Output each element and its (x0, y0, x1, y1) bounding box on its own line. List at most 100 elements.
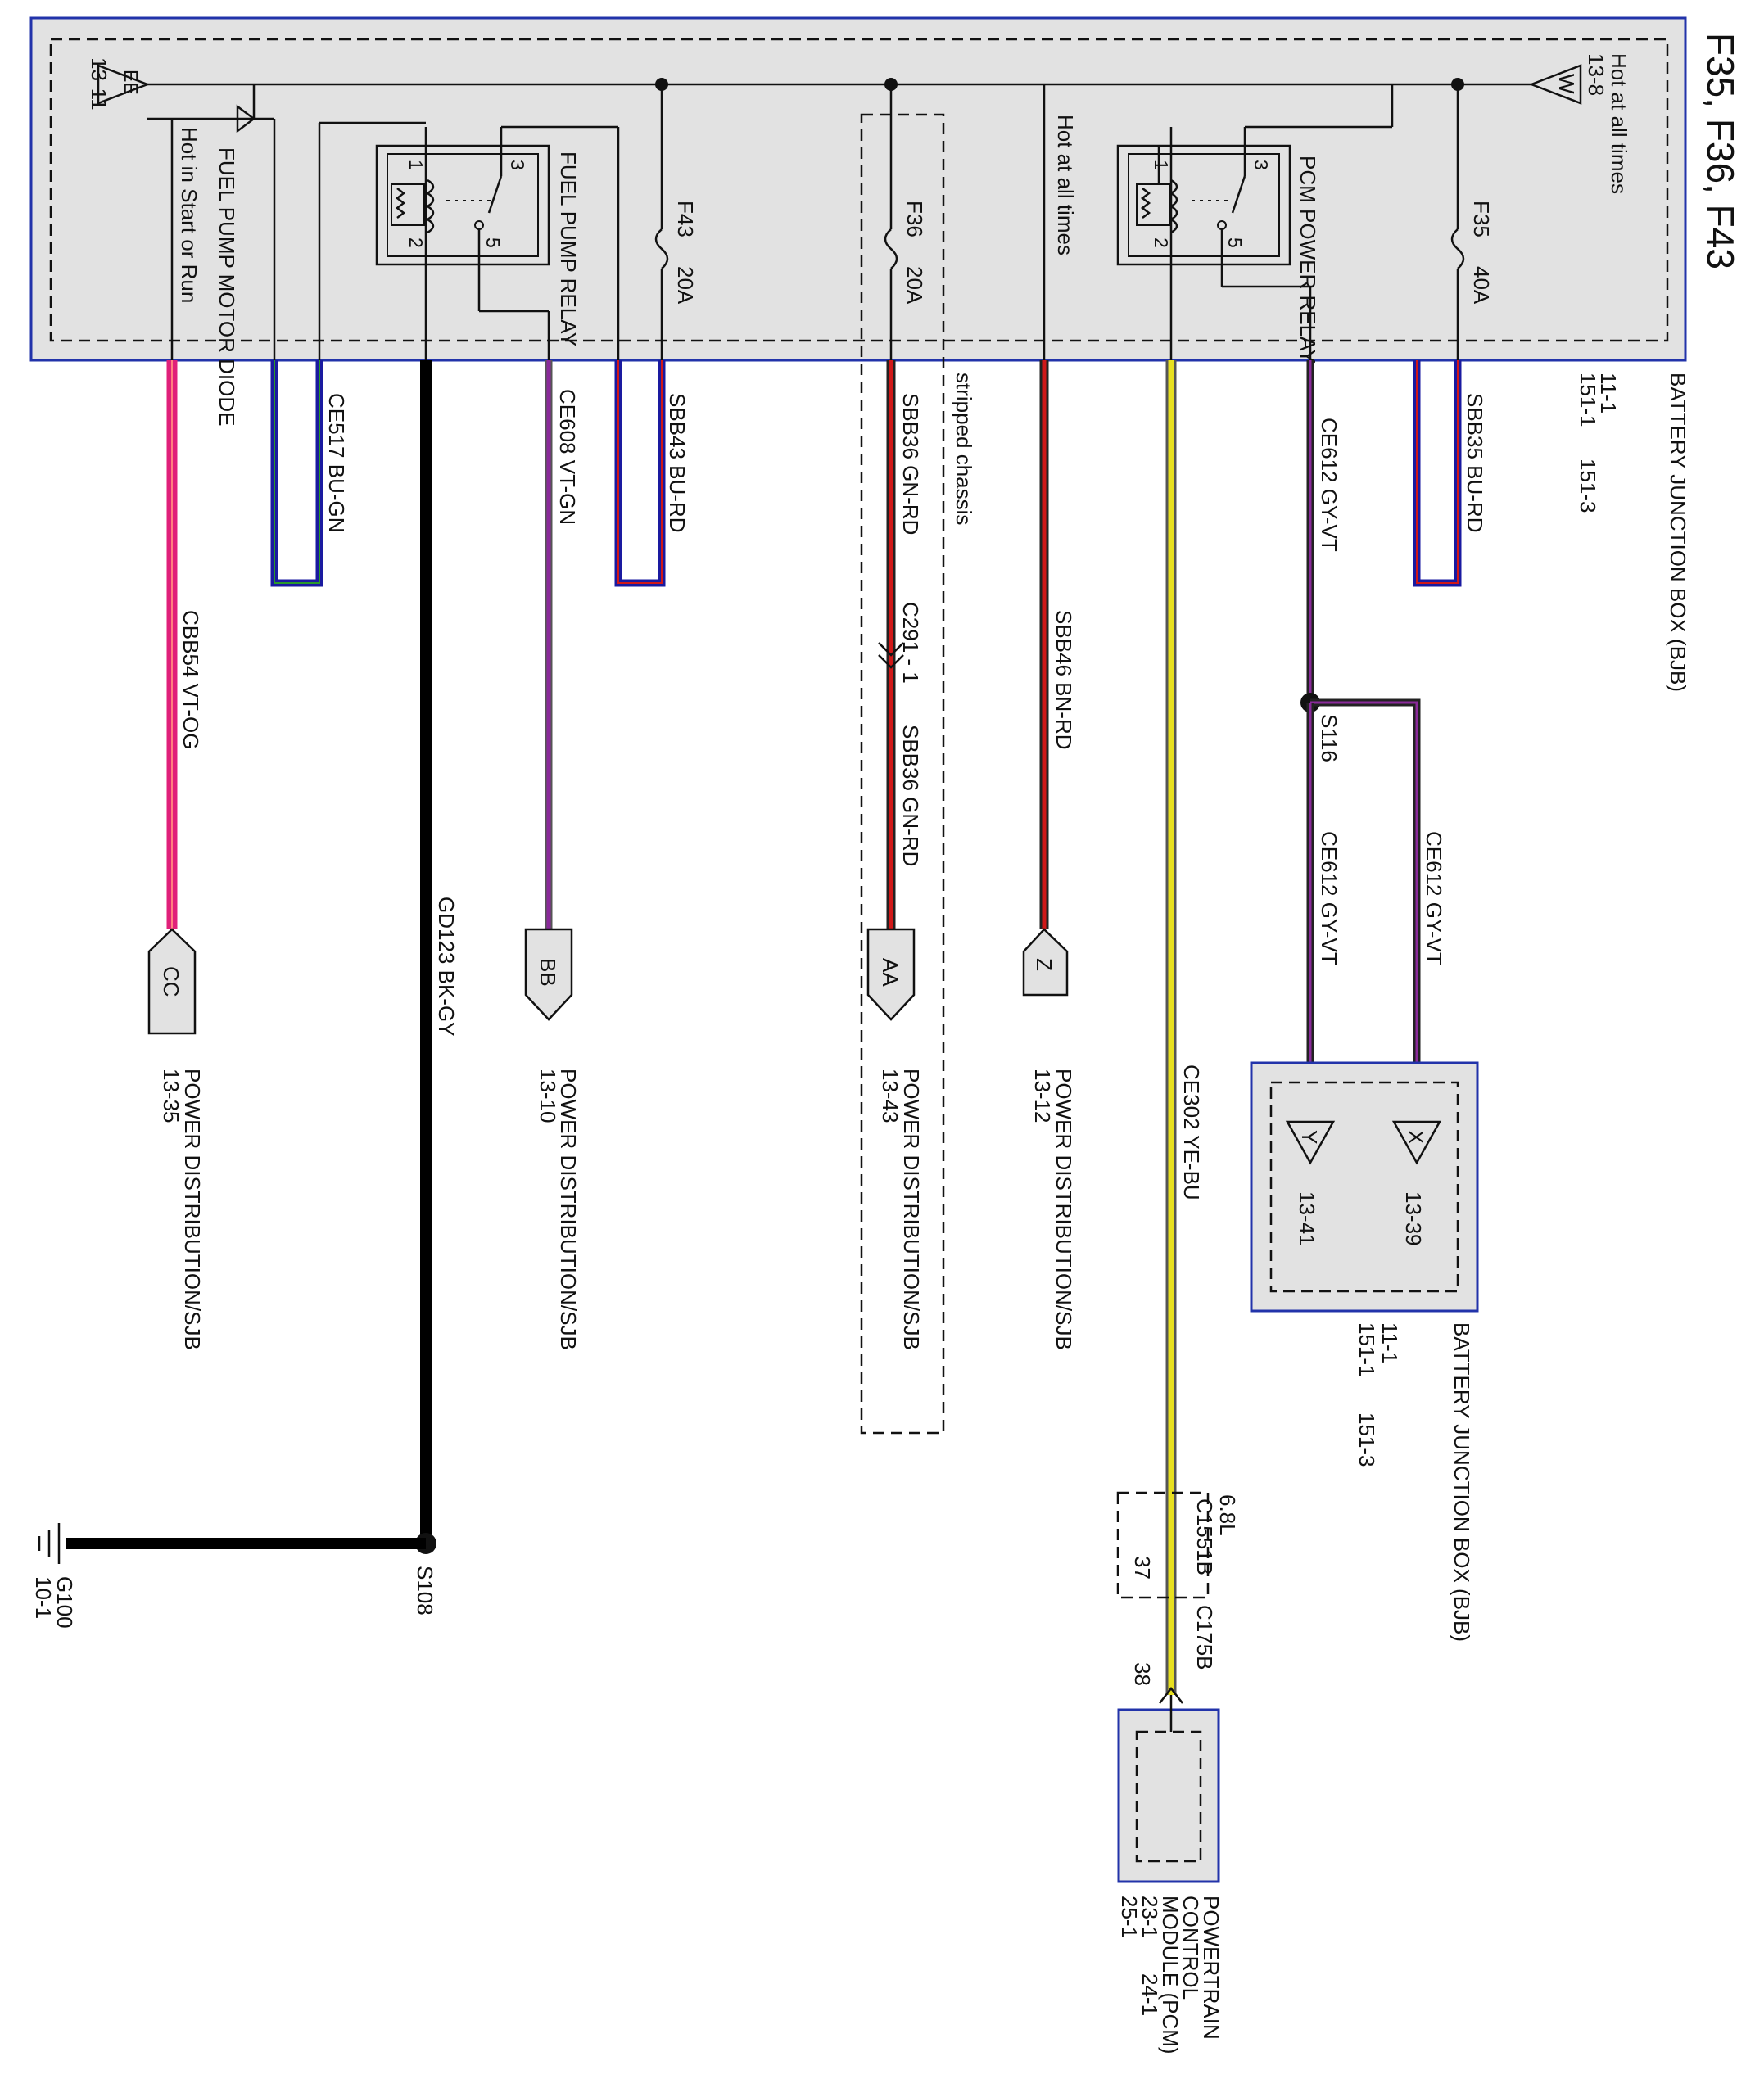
tag-bb-ref: 13-10 (536, 1069, 560, 1123)
tag-aa-letter: AA (878, 958, 902, 987)
stripped-chassis-label: stripped chassis (952, 373, 976, 525)
tag-z-letter: Z (1032, 958, 1056, 971)
tag-cc-ref: 13-35 (159, 1069, 183, 1123)
pcm-relay-label: PCM POWER RELAY (1296, 156, 1320, 364)
splice-s108-label: S108 (413, 1566, 437, 1616)
pcm-pages-b: 24-1 (1138, 1973, 1162, 2016)
bjb-lower-pages-a: 11-1 (1377, 1322, 1402, 1363)
pcm-relay-pin-2: 2 (1151, 237, 1172, 248)
fuel-pump-relay-pin-3: 3 (507, 160, 528, 170)
fuel-pump-relay-pin-2: 2 (405, 237, 427, 248)
f35-rating: 40A (1469, 266, 1494, 305)
bjb-top-label: BATTERY JUNCTION BOX (BJB) (1666, 373, 1690, 692)
wire-gd123-label: GD123 BK-GY (434, 897, 459, 1037)
wire-ce517-label: CE517 BU-GN (324, 393, 349, 533)
bjb-top-pages-a: 11-1 (1596, 373, 1621, 414)
c175b-label: C175B (1192, 1605, 1217, 1670)
pcm-relay-pin-3: 3 (1251, 160, 1272, 170)
connector-y-ref: 13-41 (1295, 1191, 1319, 1246)
wire-sbb46-label: SBB46 BN-RD (1052, 610, 1076, 750)
f36-name: F36 (902, 201, 927, 237)
fuel-pump-relay-box (375, 144, 550, 266)
pcm-relay-resistor-icon (1140, 188, 1151, 219)
tag-bb-icon (524, 928, 573, 1021)
pcm-box (1117, 1708, 1220, 1883)
fuel-pump-relay-coil-icon (391, 183, 425, 226)
wire-sbb35-label: SBB35 BU-RD (1463, 393, 1487, 533)
fuel-pump-relay-inner (387, 153, 539, 257)
page-title: F35, F36, F43 (1699, 33, 1742, 269)
tag-aa-dest: POWER DISTRIBUTION/SJB (899, 1069, 924, 1350)
wire-ce612-a-label: CE612 GY-VT (1317, 418, 1341, 552)
wire-ce612-b-label: CE612 GY-VT (1422, 831, 1446, 965)
f43-rating: 20A (673, 266, 698, 305)
f36-fuse-icon (884, 228, 898, 269)
c175b-arrow-icon (1159, 1686, 1183, 1704)
pcm-relay-pin-1: 1 (1151, 160, 1172, 170)
fuel-pump-relay-resistor-icon (395, 188, 406, 219)
wire-ce302-label: CE302 YE-BU (1179, 1064, 1204, 1200)
engine-label: 6.8L (1215, 1494, 1240, 1536)
connector-ee-icon (97, 64, 151, 105)
c1551b-region (1116, 1491, 1210, 1599)
inline-connector-c291-label: C291 - 1 (898, 602, 923, 684)
fuel-pump-relay-pin-5: 5 (482, 237, 504, 248)
pcm-relay-inner (1128, 153, 1280, 257)
wire-sbb36-b-label: SBB36 GN-RD (898, 725, 923, 866)
tag-cc-icon (147, 928, 197, 1035)
tag-bb-dest: POWER DISTRIBUTION/SJB (556, 1069, 581, 1350)
tag-aa-ref: 13-43 (878, 1069, 902, 1123)
wire-sbb36-a-label: SBB36 GN-RD (898, 393, 923, 535)
pcm-label-b: CONTROL (1178, 1896, 1203, 2000)
bjb-lower-box (1250, 1061, 1479, 1313)
fuel-pump-relay-switch (487, 175, 503, 214)
f43-name: F43 (673, 201, 698, 237)
connector-x-icon (1391, 1120, 1442, 1165)
bjb-lower-pages-c: 151-3 (1355, 1412, 1379, 1467)
stripped-chassis-region (860, 113, 945, 1435)
svg-text:BATTERY JUNCTION BOX (BJB): BATTERY JUNCTION BOX (BJB) (1666, 373, 1690, 692)
wire-sbb43-loop (614, 360, 666, 587)
pcm-label-a: POWERTRAIN (1199, 1896, 1223, 2040)
diode-icon (236, 104, 256, 133)
c1551b-pin: 37 (1130, 1556, 1155, 1580)
ground-name: G100 (52, 1576, 77, 1629)
f35-name: F35 (1469, 201, 1494, 237)
pcm-relay-switch (1231, 175, 1246, 214)
pcm-relay-coil-icon (1136, 183, 1170, 226)
pcm-label-c: MODULE (PCM) (1158, 1896, 1183, 2054)
f36-rating: 20A (902, 266, 927, 305)
tag-bb-letter: BB (536, 958, 560, 987)
c175b-pin: 38 (1130, 1662, 1155, 1686)
connector-ee-letter: EE (120, 70, 142, 95)
wire-ce517-loop (270, 360, 323, 587)
wire-sbb43-label: SBB43 BU-RD (665, 393, 690, 533)
wire-cbb54-label: CBB54 VT-OG (179, 610, 203, 750)
bjb-top-pages-b: 151-1 (1576, 373, 1600, 427)
hot-at-all-times-mid: Hot at all times (1053, 115, 1078, 255)
bjb-top-inner-dashed (49, 38, 1669, 342)
fuel-pump-relay-label: FUEL PUMP RELAY (556, 151, 581, 346)
hot-in-start-run: Hot in Start or Run (177, 127, 201, 303)
bjb-top-box (29, 16, 1687, 362)
bjb-lower-inner-dashed (1269, 1081, 1459, 1293)
pcm-relay-pin-5: 5 (1224, 237, 1246, 248)
wire-ce608-label: CE608 VT-GN (555, 389, 580, 525)
connector-x-letter: X (1404, 1130, 1428, 1144)
hot-at-all-times-top: Hot at all times (1607, 53, 1631, 194)
connector-x-ref: 13-39 (1401, 1191, 1426, 1246)
ground-icon (38, 1523, 61, 1564)
connector-y-icon (1285, 1120, 1336, 1165)
pcm-inner-dashed (1135, 1730, 1202, 1863)
tag-cc-letter: CC (159, 966, 183, 997)
wire-sbb35-loop (1413, 360, 1462, 587)
f35-fuse-icon (1450, 228, 1465, 269)
tag-z-icon (1022, 928, 1069, 997)
connector-ee-ref: 13-11 (87, 57, 111, 111)
splice-s116-label: S116 (1317, 714, 1341, 762)
wire-ce612-c-label: CE612 GY-VT (1317, 831, 1341, 965)
bjb-top-pages-c: 151-3 (1576, 459, 1600, 513)
f43-fuse-icon (654, 228, 669, 269)
ground-ref: 10-1 (31, 1576, 56, 1619)
